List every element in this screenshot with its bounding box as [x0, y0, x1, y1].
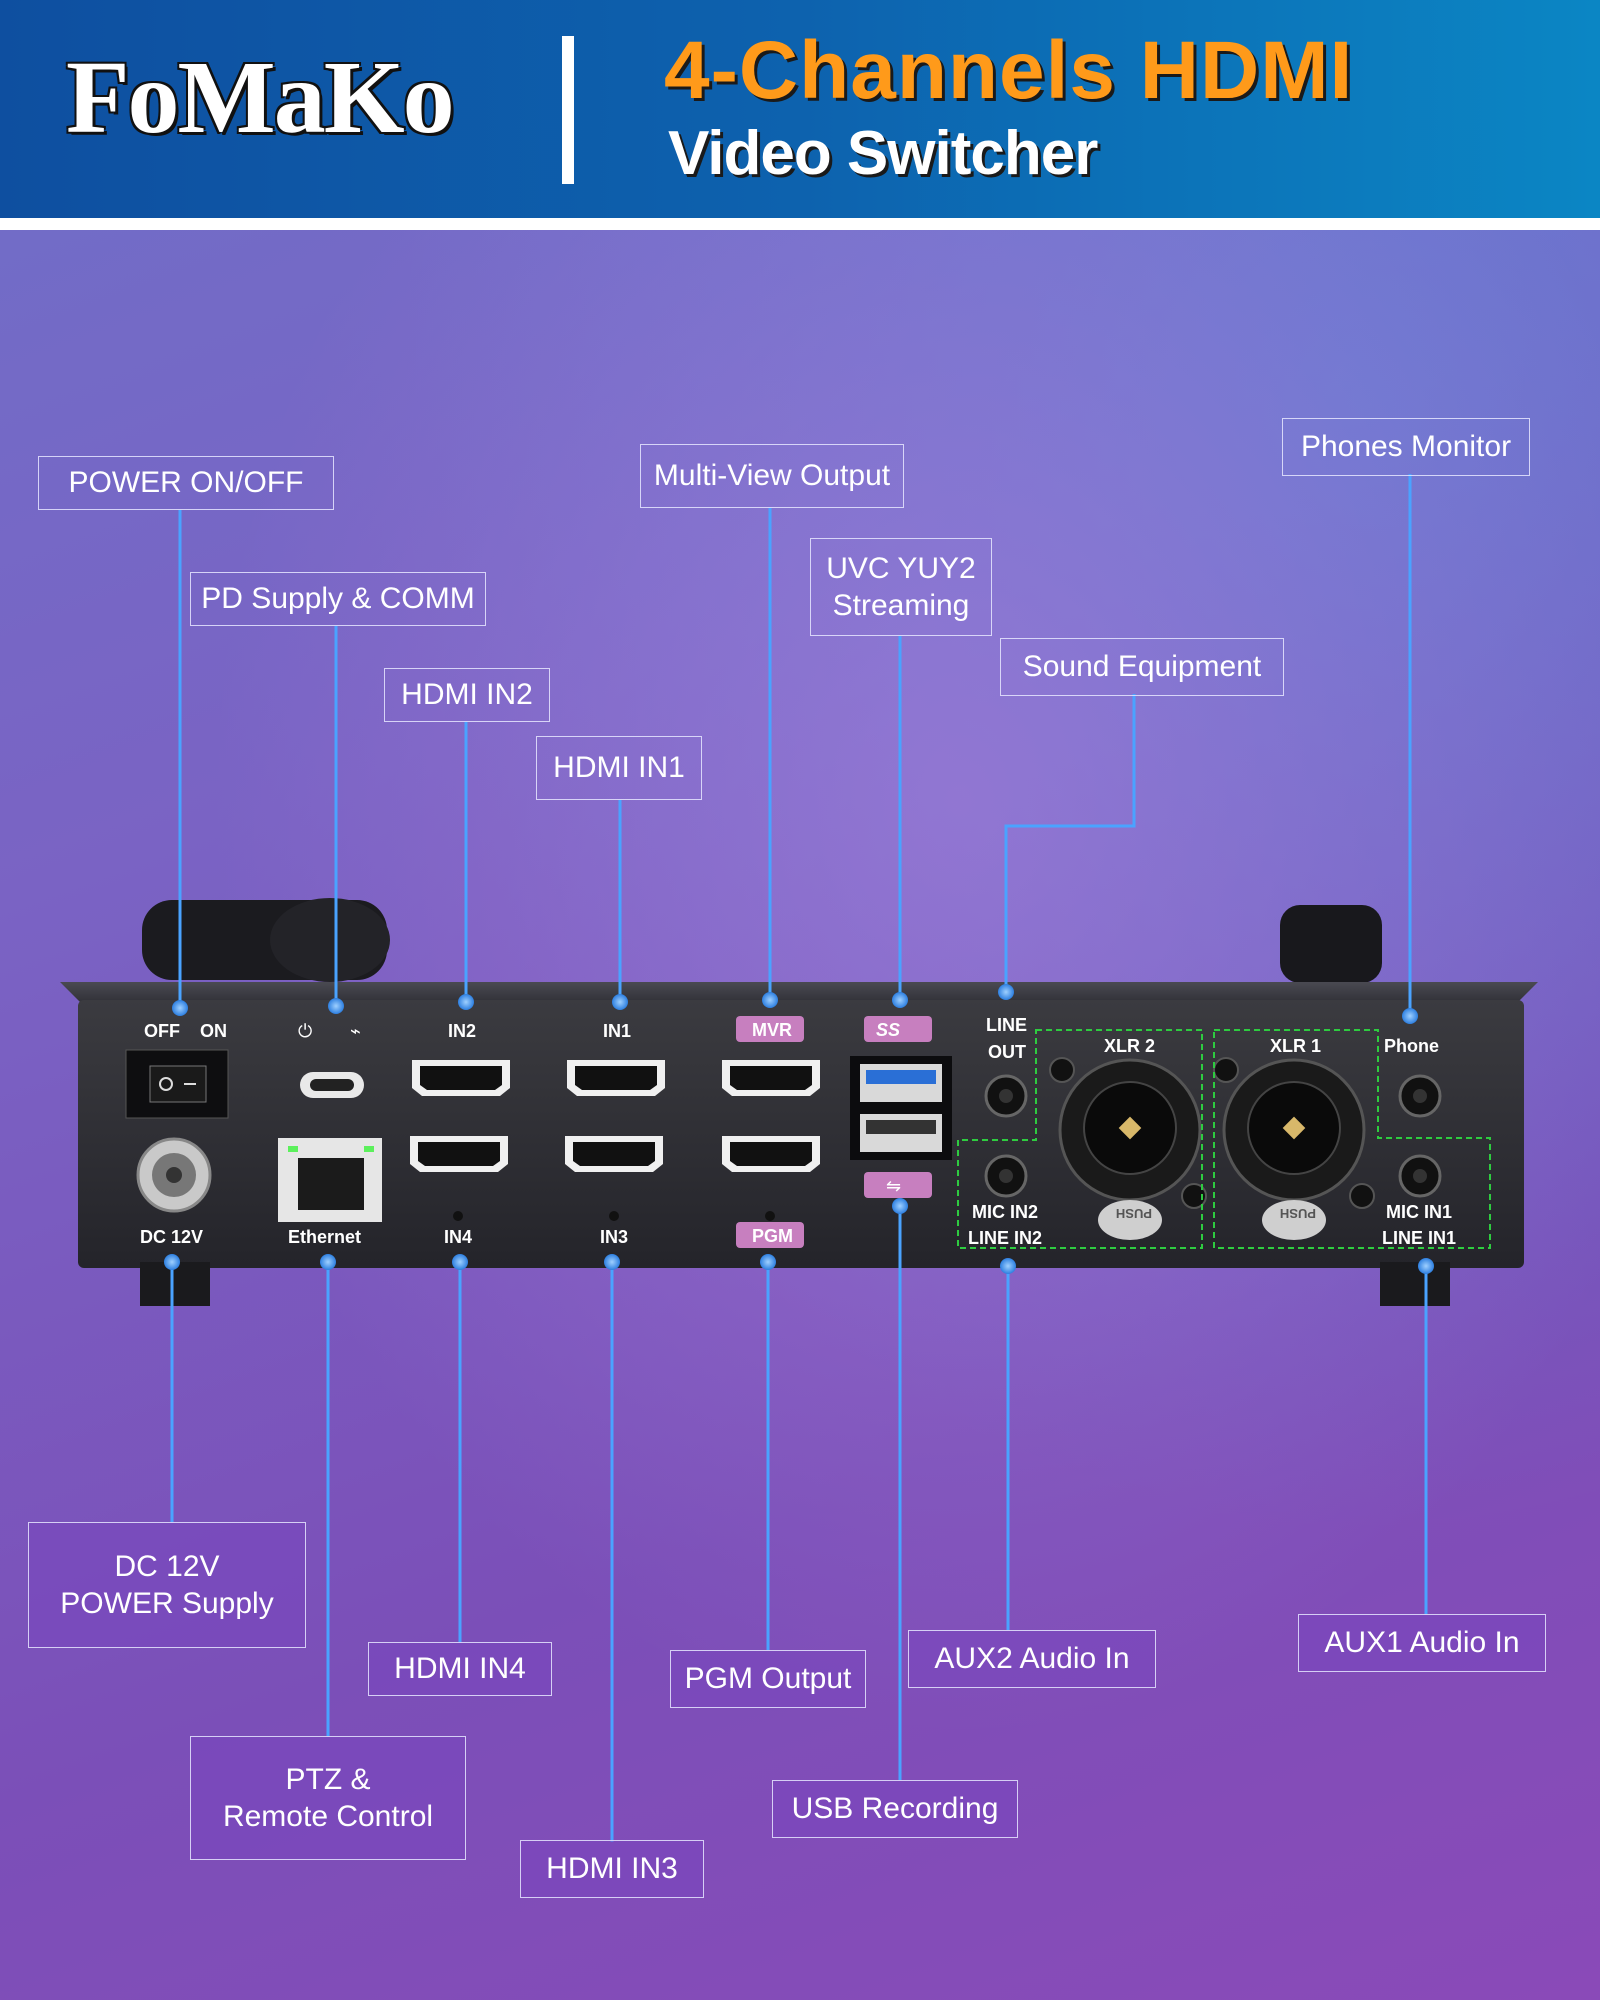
callout-hdmi-in1: HDMI IN1: [536, 736, 702, 800]
volume-knob: [1280, 905, 1382, 983]
hdmi-pgm-port: [722, 1136, 820, 1172]
label-in2: IN2: [448, 1021, 476, 1041]
hdmi-in2-port: [412, 1060, 510, 1096]
label-off: OFF: [144, 1021, 180, 1041]
callout-multiview-output: Multi-View Output: [640, 444, 904, 508]
label-in1: IN1: [603, 1021, 631, 1041]
brand-logo: FoMaKo: [66, 40, 455, 155]
callout-hdmi-in2: HDMI IN2: [384, 668, 550, 722]
callout-uvc-streaming: UVC YUY2 Streaming: [810, 538, 992, 636]
label-push-2: PUSH: [1116, 1206, 1152, 1221]
callout-aux2-audio: AUX2 Audio In: [908, 1630, 1156, 1688]
callout-hdmi-in4: HDMI IN4: [368, 1642, 552, 1696]
product-title: 4-Channels HDMI: [664, 25, 1354, 116]
label-on: ON: [200, 1021, 227, 1041]
callout-usb-recording: USB Recording: [772, 1780, 1018, 1838]
leader-dots: [164, 984, 1434, 1274]
callout-pgm-output: PGM Output: [670, 1650, 866, 1708]
callout-pd-supply: PD Supply & COMM: [190, 572, 486, 626]
product-subtitle: Video Switcher: [668, 119, 1098, 188]
callout-dc-power: DC 12V POWER Supply: [28, 1522, 306, 1648]
header-banner: [0, 0, 1600, 218]
label-in3: IN3: [600, 1227, 628, 1247]
xlr1-jack: [1213, 1057, 1375, 1240]
callout-aux1-audio: AUX1 Audio In: [1298, 1614, 1546, 1672]
hdmi-in3-port: [565, 1136, 663, 1172]
callout-sound-equipment: Sound Equipment: [1000, 638, 1284, 696]
label-mvr: MVR: [752, 1020, 792, 1040]
label-line-in1: LINE IN1: [1382, 1228, 1456, 1248]
label-line-out-2: OUT: [988, 1042, 1026, 1062]
callout-phones-monitor: Phones Monitor: [1282, 418, 1530, 476]
header-rule: [0, 218, 1600, 230]
hdmi-mvr-port: [722, 1060, 820, 1096]
aux1-group-box: [1213, 1029, 1491, 1249]
leader-lines: [170, 474, 1428, 1842]
callout-ptz-remote: PTZ & Remote Control: [190, 1736, 466, 1860]
svg-text:⌁: ⌁: [350, 1021, 361, 1041]
foot-right: [1380, 1262, 1450, 1306]
badge-usb: [864, 1172, 932, 1198]
xlr2-jack: [1049, 1057, 1207, 1240]
header-divider: [562, 36, 574, 184]
label-line-in2: LINE IN2: [968, 1228, 1042, 1248]
badge-pgm: [736, 1222, 804, 1248]
label-mic-in1: MIC IN1: [1386, 1202, 1452, 1222]
callout-hdmi-in3: HDMI IN3: [520, 1840, 704, 1898]
svg-text:⏻: ⏻: [298, 1021, 312, 1041]
hdmi-in4-port: [410, 1136, 508, 1172]
aux2-group-box: [957, 1029, 1203, 1249]
hdmi-in1-port: [567, 1060, 665, 1096]
callout-power-onoff: POWER ON/OFF: [38, 456, 334, 510]
label-ss: SS: [876, 1020, 900, 1040]
badge-ss: [864, 1016, 932, 1042]
label-mic-in2: MIC IN2: [972, 1202, 1038, 1222]
joystick-cap: [270, 898, 390, 982]
label-xlr1: XLR 1: [1270, 1036, 1321, 1056]
label-push-1: PUSH: [1280, 1206, 1316, 1221]
label-in4: IN4: [444, 1227, 472, 1247]
label-line-out-1: LINE: [986, 1015, 1027, 1035]
svg-text:⇋: ⇋: [886, 1176, 901, 1196]
label-dc12v: DC 12V: [140, 1227, 203, 1247]
label-ethernet: Ethernet: [288, 1227, 361, 1247]
badge-mvr: [736, 1016, 804, 1042]
label-phone: Phone: [1384, 1036, 1439, 1056]
label-xlr2: XLR 2: [1104, 1036, 1155, 1056]
label-pgm: PGM: [752, 1226, 793, 1246]
